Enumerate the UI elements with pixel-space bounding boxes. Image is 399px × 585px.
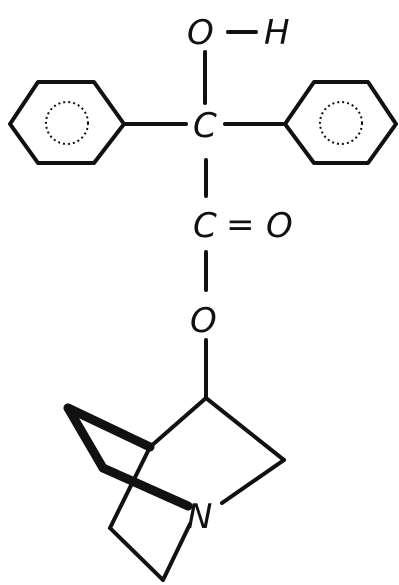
cage-bold-bond-lower [98,463,193,511]
cage-bond-lower-left [108,526,165,582]
hydroxyl-hydrogen-label: H [264,13,290,53]
cage-bold-bond-left [63,403,108,473]
hydroxyl-oxygen-label: O [187,13,214,53]
cage-bold-bond-upper [63,403,155,452]
left-benzene-ring [8,80,126,165]
cage-bond-bottom-to-n [161,522,192,582]
right-benzene-ring [283,80,398,165]
double-bond-symbol: = [226,205,255,245]
cage-bond-bridgehead-down [108,445,152,530]
left-aromatic-circle [45,101,89,145]
central-carbon-label: C [193,106,217,146]
carbonyl-oxygen-label: O [266,206,293,246]
cage-bond-top-left [148,396,208,449]
nitrogen-label: N [187,497,212,537]
right-aromatic-circle [319,101,363,145]
carbonyl-carbon-label: C [193,206,217,246]
cage-bond-right-to-n [220,458,286,505]
ester-oxygen-label: O [190,301,217,341]
cage-bond-top-right [204,396,286,462]
